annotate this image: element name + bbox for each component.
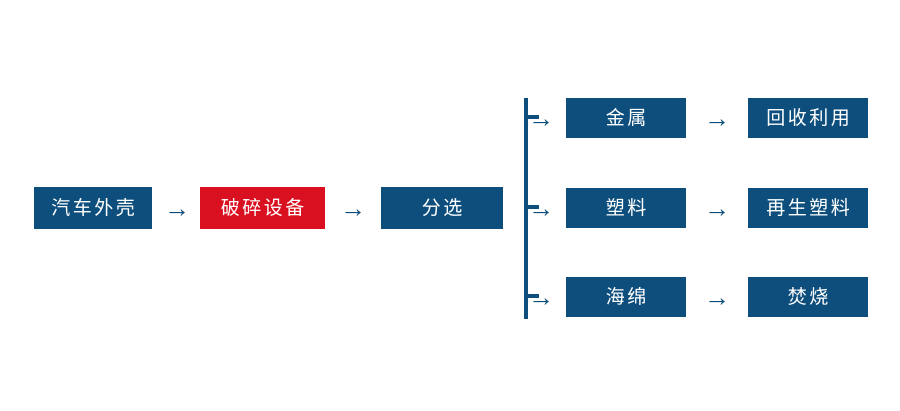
node-label: 破碎设备 [220, 197, 307, 219]
node-shredding-equipment[interactable]: 破碎设备 [200, 187, 325, 229]
sorting-distribution-bar [524, 98, 528, 319]
node-label: 分选 [421, 197, 465, 219]
branch-stub-plastic [527, 205, 539, 209]
arrow-shredder-to-sorting-icon: → [336, 194, 370, 222]
arrow-sponge-to-incinerate-icon: → [697, 283, 737, 311]
arrow-glyph: → [528, 103, 554, 133]
branch-stub-sponge [527, 294, 539, 298]
arrow-glyph: → [528, 193, 554, 223]
node-sorting[interactable]: 分选 [381, 187, 503, 229]
node-label: 回收利用 [766, 107, 853, 129]
node-label: 塑料 [605, 197, 649, 219]
arrow-glyph: → [704, 282, 730, 312]
node-car-shell[interactable]: 汽车外壳 [34, 187, 152, 229]
branch-stub-metal [527, 115, 539, 119]
arrow-plastic-to-regen-icon: → [697, 194, 737, 222]
node-label: 再生塑料 [766, 197, 853, 219]
arrow-glyph: → [704, 103, 730, 133]
node-plastic[interactable]: 塑料 [566, 188, 686, 228]
node-recycle-reuse[interactable]: 回收利用 [748, 98, 868, 138]
node-label: 焚烧 [787, 286, 831, 308]
branch-to-sponge-icon: → [528, 283, 554, 311]
branch-to-plastic-icon: → [528, 194, 554, 222]
branch-to-metal-icon: → [528, 104, 554, 132]
arrow-glyph: → [704, 193, 730, 223]
arrow-shell-to-shredder-icon: → [160, 194, 194, 222]
node-incineration[interactable]: 焚烧 [748, 277, 868, 317]
node-label: 海绵 [605, 286, 649, 308]
node-label: 汽车外壳 [51, 197, 138, 219]
arrow-metal-to-recycle-icon: → [697, 104, 737, 132]
arrow-glyph: → [528, 282, 554, 312]
node-sponge[interactable]: 海绵 [566, 277, 686, 317]
node-label: 金属 [605, 107, 649, 129]
node-regenerated-plastic[interactable]: 再生塑料 [748, 188, 868, 228]
arrow-glyph: → [340, 193, 366, 223]
arrow-glyph: → [164, 193, 190, 223]
node-metal[interactable]: 金属 [566, 98, 686, 138]
